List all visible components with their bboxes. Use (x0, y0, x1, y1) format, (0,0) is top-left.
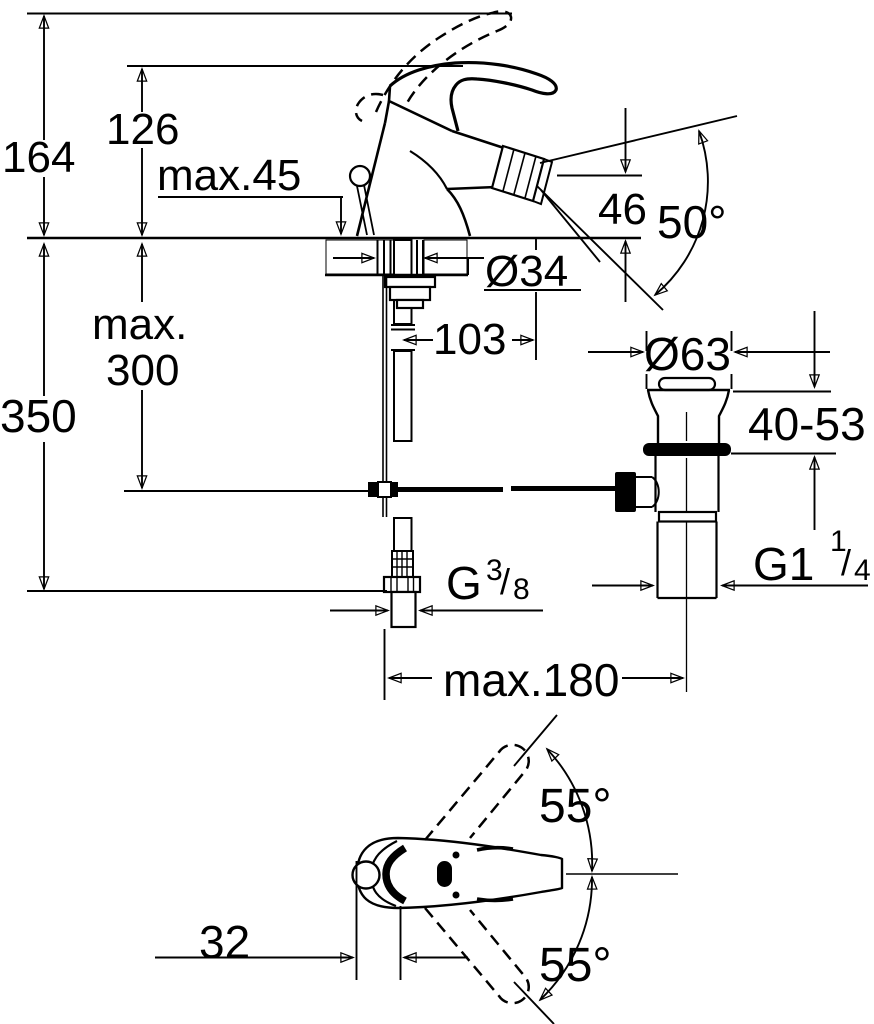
dim-handle-swing (513, 714, 678, 1024)
deck-hatch-right (423, 239, 468, 275)
label-waste-thread: G1 1 / 4 (753, 525, 871, 590)
handle-hub (387, 85, 453, 133)
dim-hole-diameter (333, 189, 601, 360)
label-swing-lower: 55° (539, 939, 612, 992)
body-left-edge (355, 122, 387, 237)
handle-closed (388, 61, 558, 132)
aerator (490, 144, 554, 206)
handle-raised-outline (374, 10, 513, 113)
label-overall-height: 164 (2, 133, 75, 182)
waste-knob (615, 472, 660, 512)
supply-hose (391, 239, 415, 552)
label-spout-reach: 103 (433, 315, 506, 364)
body-spout-fillet (409, 150, 448, 190)
faucet-body (348, 10, 558, 237)
top-view-logo-pill (437, 861, 452, 887)
waste-valve (615, 376, 731, 692)
label-handle-offset: 32 (199, 916, 250, 968)
dimensions (27, 14, 868, 700)
label-swing-upper: 55° (539, 780, 612, 833)
dim-handle-offset-32 (155, 861, 468, 980)
dim-waste-clamp-range (731, 311, 836, 530)
supply-connector (382, 550, 422, 629)
mounting-shank (376, 240, 424, 276)
spout-top (451, 129, 505, 150)
waste-seal (643, 443, 731, 456)
handle-swung-down (424, 907, 530, 1005)
dim-outlet-height-46 (557, 108, 642, 302)
body-right-edge (446, 188, 472, 237)
dim-max-projection (383, 629, 685, 700)
dim-supply-length-350 (27, 242, 387, 592)
label-waste-clamp-range: 40-53 (748, 398, 866, 450)
dim-max-deck (158, 196, 347, 236)
label-handle-height: 126 (106, 105, 179, 154)
label-max-deck: max.45 (157, 151, 301, 200)
faucet-side-view (27, 10, 731, 692)
label-max-projection: max.180 (443, 654, 619, 706)
label-supply-max-word: max. (92, 300, 187, 349)
dim-spout-angle-50 (536, 115, 738, 311)
label-spout-angle: 50° (657, 196, 727, 248)
label-waste-flange-diameter: Ø63 (644, 328, 731, 380)
label-supply-max-value: 300 (106, 346, 179, 395)
pop-up-rod (368, 276, 616, 517)
top-view-pivot-arc (382, 844, 408, 905)
faucet-top-view (155, 714, 678, 1024)
spout-bottom (446, 185, 497, 191)
lift-knob (348, 164, 372, 188)
label-supply-length: 350 (0, 390, 77, 442)
dimension-labels: 164 126 max.45 max. 300 350 Ø34 103 46 5… (0, 105, 871, 992)
dim-supply-max300 (124, 242, 374, 492)
handle-raised-tail (354, 92, 384, 123)
label-hole-diameter: Ø34 (485, 247, 568, 296)
waste-locknut (657, 510, 718, 523)
top-view-lift-knob (351, 860, 381, 890)
handle-swung-up (424, 743, 530, 841)
label-outlet-height: 46 (598, 185, 647, 234)
mounting-nut (383, 275, 437, 310)
label-supply-thread: G 3 / 8 (446, 554, 530, 609)
